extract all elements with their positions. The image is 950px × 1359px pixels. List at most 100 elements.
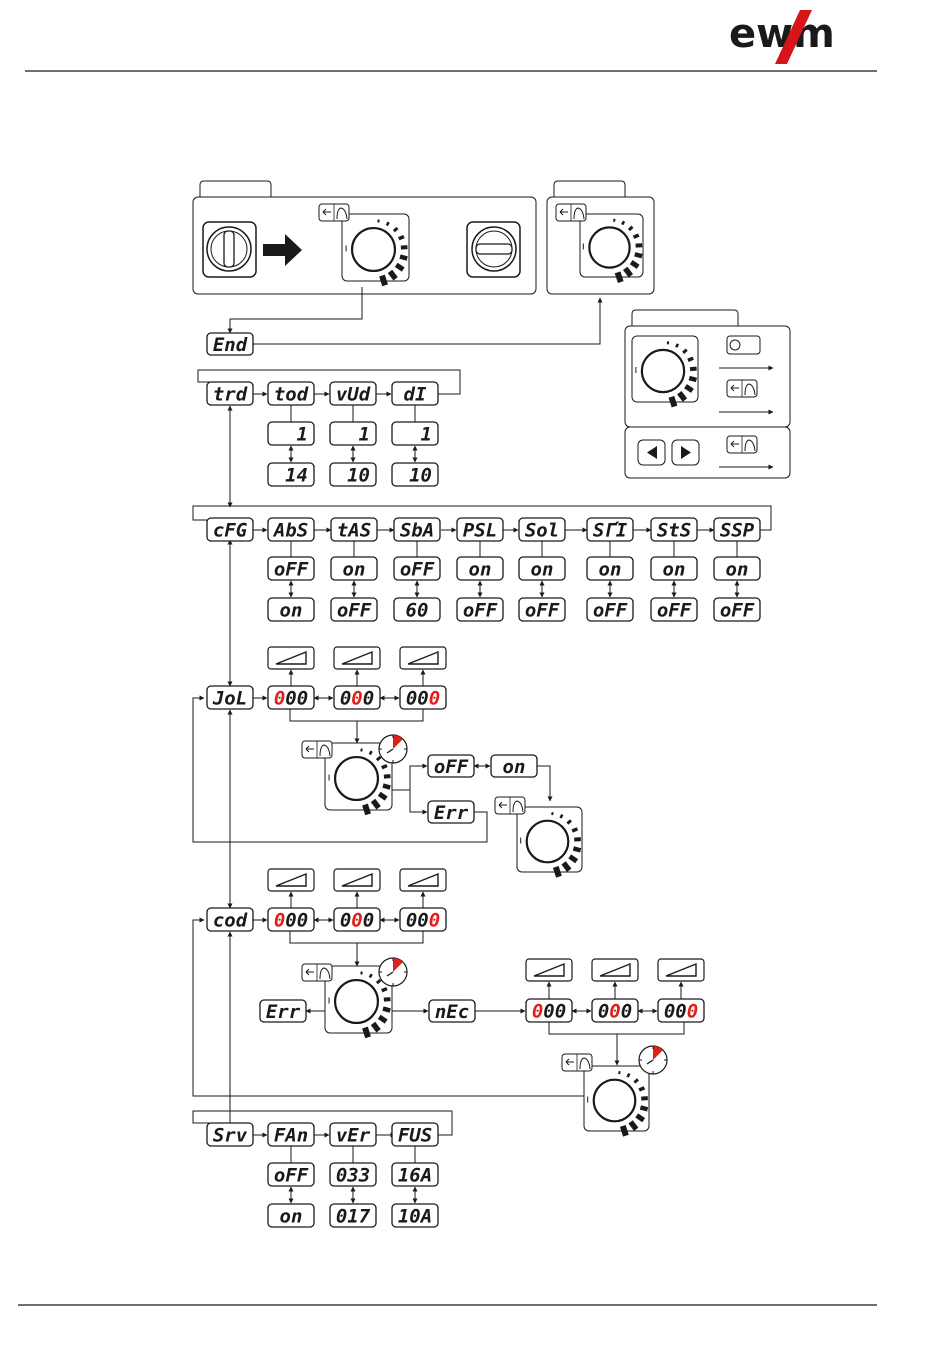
cfg-param-1[interactable]: tAS	[331, 518, 377, 542]
menu-srv-display[interactable]: Srv	[207, 1123, 253, 1147]
knob-pre-access[interactable]	[580, 214, 643, 282]
cfg-param-0[interactable]: AbS	[268, 518, 314, 542]
cfg-param-6-alt[interactable]: oFF	[651, 598, 697, 622]
trd-param-2-text: dI	[404, 384, 427, 406]
cod-err-display[interactable]: Err	[260, 1000, 306, 1023]
menu-jol-display[interactable]: JoL	[207, 686, 253, 710]
trd-param-0-text: tod	[274, 384, 309, 406]
jol-code-digit-1[interactable]: 000	[334, 686, 380, 710]
menu-trd-display-text: trd	[213, 384, 248, 406]
cod-code-digit-0[interactable]: 000	[268, 908, 314, 932]
cfg-param-3-alt[interactable]: oFF	[457, 598, 503, 622]
knob-power-panel[interactable]	[342, 214, 409, 285]
cfg-param-0-alt-text: on	[280, 600, 303, 622]
srv-param-0-value[interactable]: oFF	[268, 1163, 314, 1187]
cfg-param-2-alt[interactable]: 60	[394, 598, 440, 622]
srv-param-1[interactable]: vEr	[330, 1123, 376, 1147]
menu-cfg-display[interactable]: cFG	[207, 518, 253, 542]
power-switch-on-icon[interactable]	[467, 222, 520, 277]
cfg-param-5-text: SΓΊ	[593, 520, 628, 542]
srv-param-2-value[interactable]: 16A	[392, 1163, 438, 1187]
cfg-param-4[interactable]: Sol	[519, 518, 565, 542]
srv-param-2-value-text: 16A	[398, 1165, 432, 1187]
cfg-param-6[interactable]: StS	[651, 518, 697, 542]
cod-nec-display[interactable]: nEc	[429, 1000, 475, 1023]
trd-param-2-value[interactable]: 1	[392, 422, 438, 446]
jol-on-display[interactable]: on	[491, 755, 537, 778]
cfg-param-6-value-text: on	[663, 559, 686, 581]
cfg-param-1-text: tAS	[337, 520, 371, 542]
nec-code-digit-2[interactable]: 000	[658, 999, 704, 1023]
menu-trd-display[interactable]: trd	[207, 382, 253, 406]
trd-param-2-max[interactable]: 10	[392, 463, 438, 487]
rotary-knob-icon	[352, 228, 395, 271]
srv-param-0-alt[interactable]: on	[268, 1204, 314, 1228]
jol-off-display[interactable]: oFF	[428, 755, 474, 778]
cfg-param-5-value[interactable]: on	[587, 557, 633, 581]
trd-param-1-max[interactable]: 10	[330, 463, 376, 487]
cfg-param-4-alt[interactable]: oFF	[519, 598, 565, 622]
cod-code-digit-1[interactable]: 000	[334, 908, 380, 932]
cfg-param-4-value-text: on	[531, 559, 554, 581]
menu-cfg-display-text: cFG	[213, 520, 248, 542]
trd-param-1-max-text: 10	[347, 465, 370, 487]
cod-err-display-text: Err	[266, 1001, 301, 1023]
srv-param-2-alt-text: 10A	[398, 1206, 432, 1228]
cfg-param-0-value[interactable]: oFF	[268, 557, 314, 581]
srv-param-1-value[interactable]: 033	[330, 1163, 376, 1187]
press-hold-finger-icon	[495, 797, 525, 814]
cfg-param-4-value[interactable]: on	[519, 557, 565, 581]
trd-param-1-value[interactable]: 1	[330, 422, 376, 446]
press-hold-finger-icon	[302, 741, 332, 758]
srv-param-1-alt[interactable]: 017	[330, 1204, 376, 1228]
left-button-icon[interactable]	[638, 440, 665, 465]
cfg-param-6-value[interactable]: on	[651, 557, 697, 581]
cfg-param-1-alt[interactable]: oFF	[331, 598, 377, 622]
power-switch-off-icon[interactable]	[203, 222, 256, 277]
cfg-param-3[interactable]: PSL	[457, 518, 503, 542]
jol-err-display[interactable]: Err	[428, 801, 474, 824]
page-header: ewm	[25, 10, 877, 71]
trd-param-2[interactable]: dI	[392, 382, 438, 406]
jol-on-display-text: on	[503, 756, 526, 778]
trd-param-0-value[interactable]: 1	[268, 422, 314, 446]
cfg-param-2[interactable]: SbA	[394, 518, 440, 542]
cfg-param-5[interactable]: SΓΊ	[587, 518, 633, 542]
knob-jol-confirm[interactable]	[517, 807, 582, 877]
cfg-param-7-value[interactable]: on	[714, 557, 760, 581]
cod-nec-display-text: nEc	[435, 1001, 469, 1023]
jol-code-digit-0[interactable]: 000	[268, 686, 314, 710]
menu-end-display[interactable]: End	[207, 333, 253, 356]
trd-param-0-max-text: 14	[285, 465, 308, 487]
trd-param-0-max[interactable]: 14	[268, 463, 314, 487]
cfg-param-0-alt[interactable]: on	[268, 598, 314, 622]
srv-param-2[interactable]: FUS	[392, 1123, 438, 1147]
ewm-logo: ewm	[729, 10, 835, 64]
cfg-param-5-alt[interactable]: oFF	[587, 598, 633, 622]
cod-code-digit-2[interactable]: 000	[400, 908, 446, 932]
trd-param-1[interactable]: vUd	[330, 382, 376, 406]
press-hold-finger-icon	[319, 204, 349, 221]
cfg-param-3-value[interactable]: on	[457, 557, 503, 581]
trd-param-0[interactable]: tod	[268, 382, 314, 406]
cfg-param-1-value[interactable]: on	[331, 557, 377, 581]
cfg-param-2-value[interactable]: oFF	[394, 557, 440, 581]
nec-code-digit-1[interactable]: 000	[592, 999, 638, 1023]
right-button-icon[interactable]	[672, 440, 699, 465]
menu-end-display-text: End	[213, 334, 248, 356]
ramp-setting-icon	[268, 647, 314, 669]
knob-nec[interactable]	[584, 1066, 649, 1136]
menu-cod-display[interactable]: cod	[207, 908, 253, 932]
nec-code-digit-0[interactable]: 000	[526, 999, 572, 1023]
ramp-setting-icon	[658, 959, 704, 981]
press-hold-finger-icon	[302, 964, 332, 981]
cfg-param-5-alt-text: oFF	[593, 600, 628, 622]
srv-param-2-alt[interactable]: 10A	[392, 1204, 438, 1228]
srv-param-0[interactable]: FAn	[268, 1123, 314, 1147]
cfg-param-4-text: Sol	[525, 520, 559, 542]
knob-legend[interactable]	[632, 336, 698, 406]
cfg-param-7-alt[interactable]: oFF	[714, 598, 760, 622]
cfg-param-3-value-text: on	[469, 559, 492, 581]
jol-code-digit-2[interactable]: 000	[400, 686, 446, 710]
cfg-param-7[interactable]: SSP	[714, 518, 760, 542]
